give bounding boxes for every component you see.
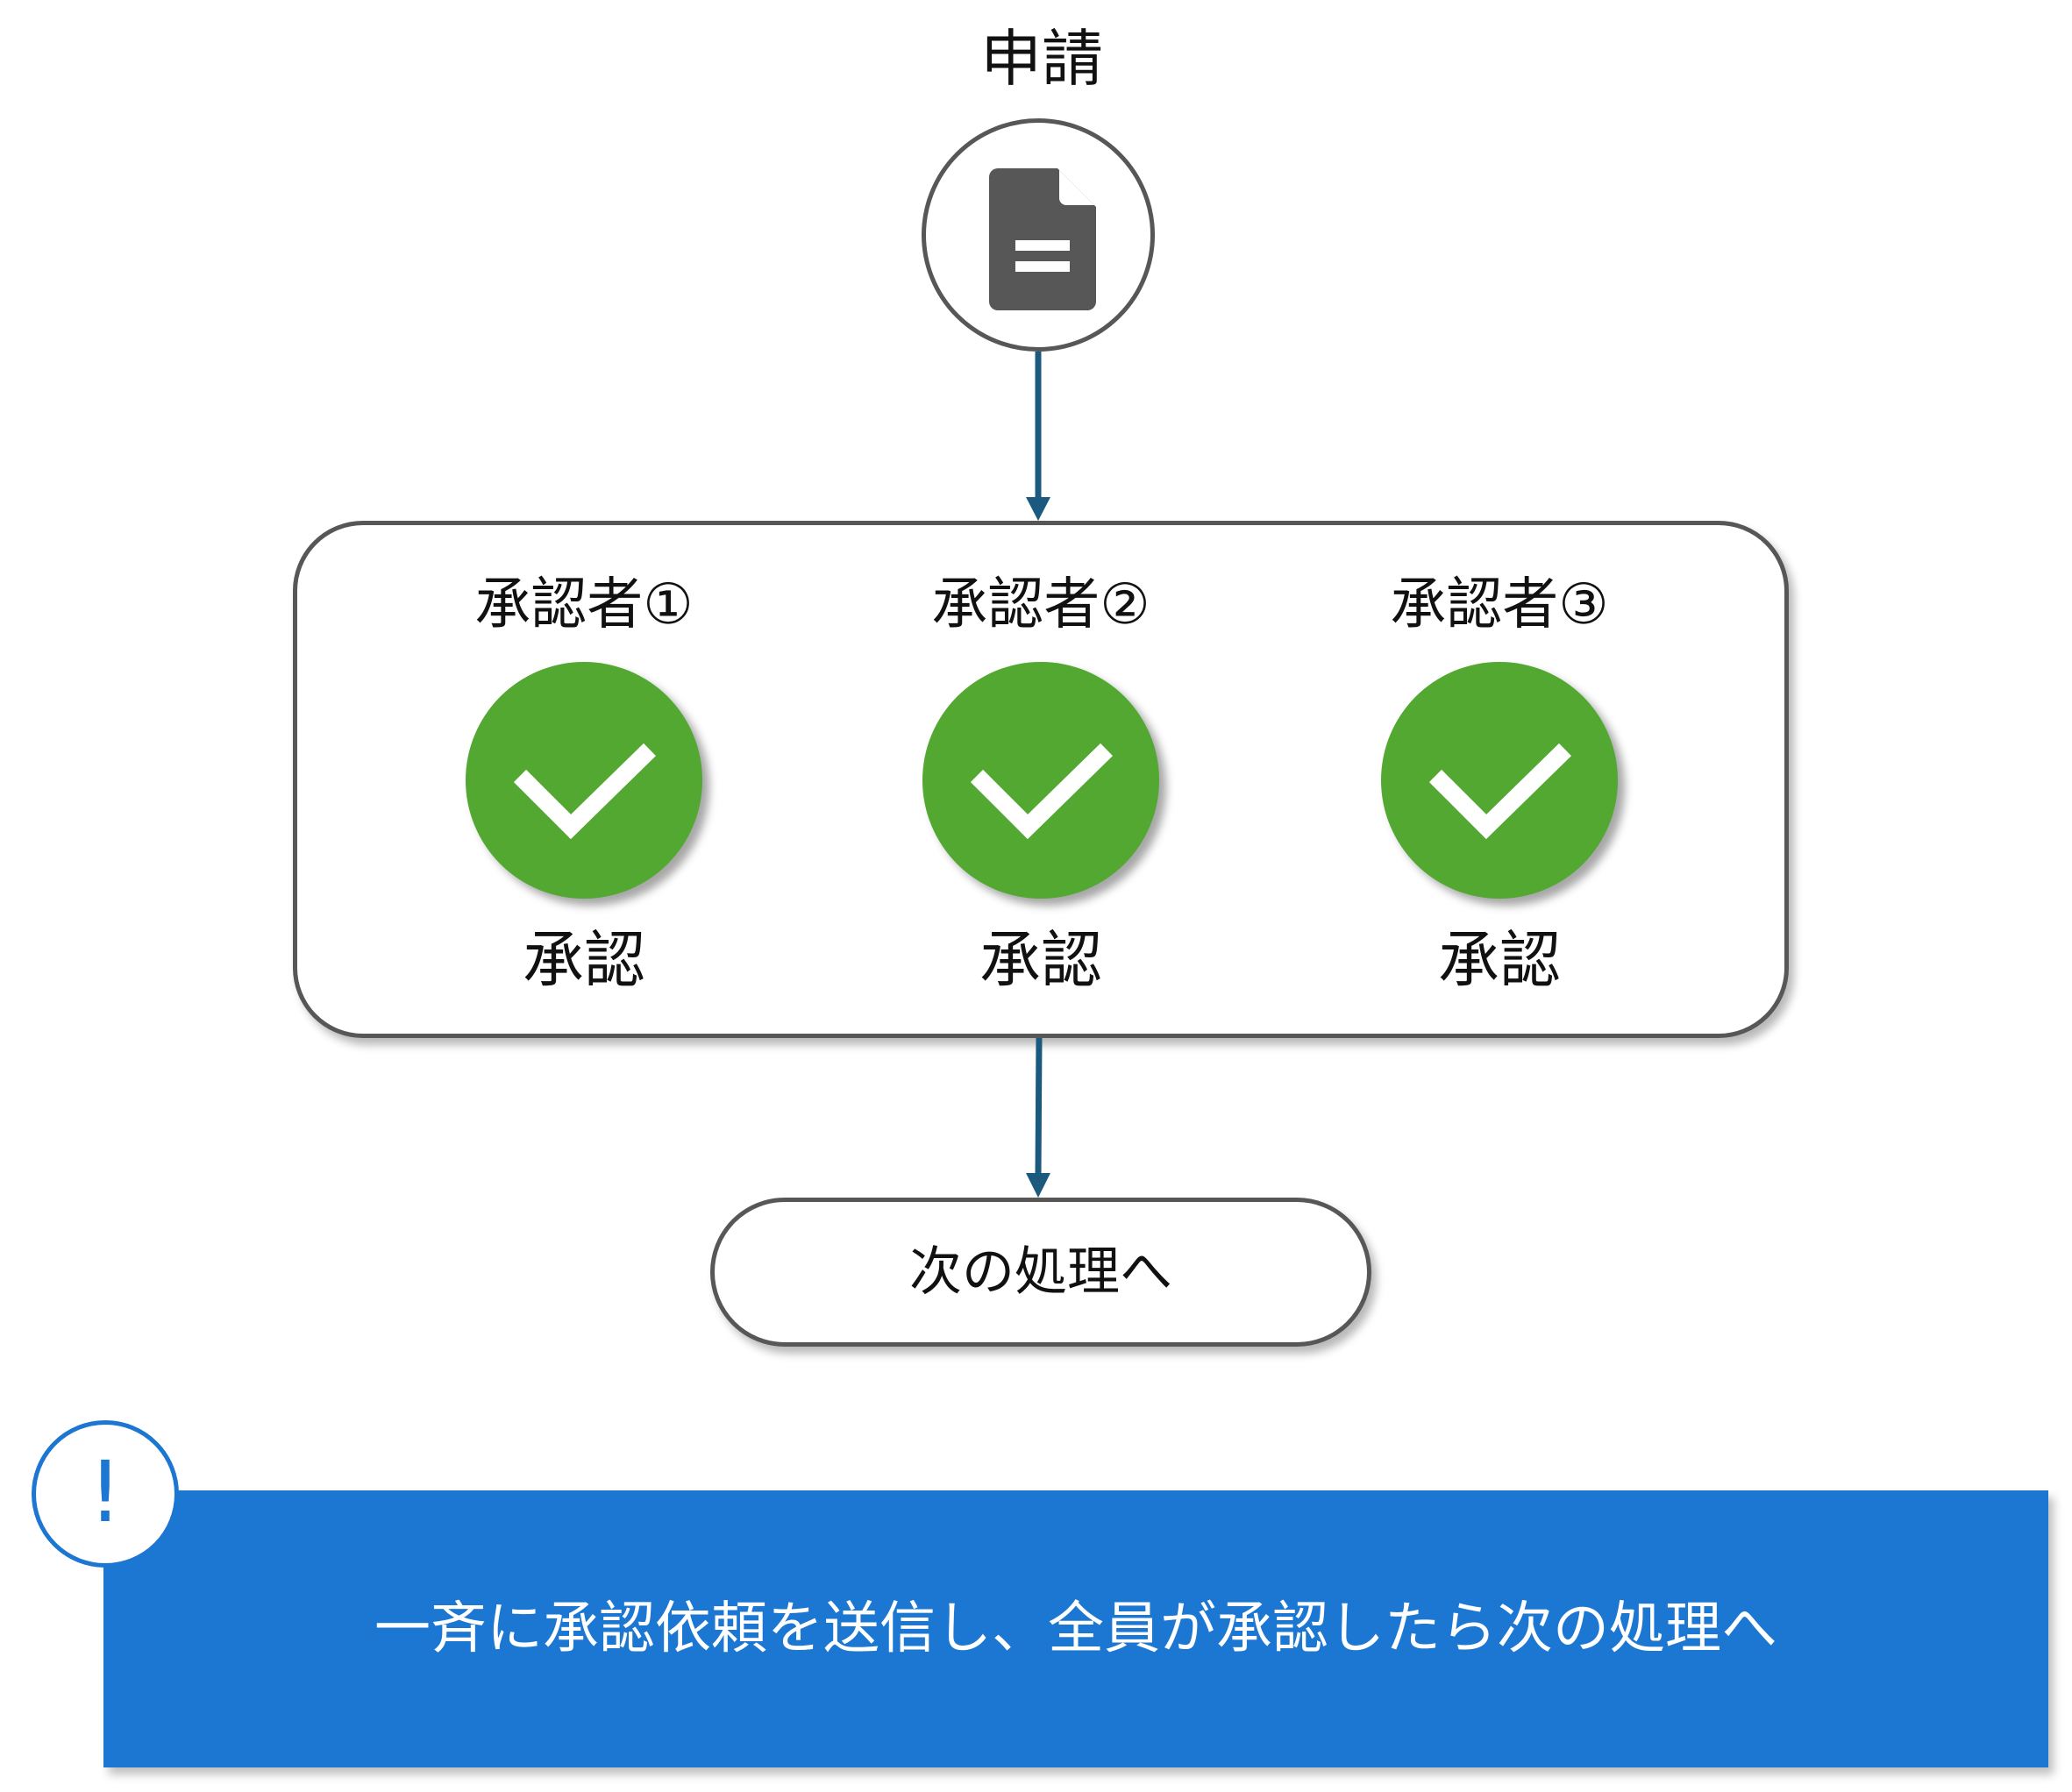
approver-2: 承認者② 承認: [857, 552, 1225, 1008]
approver-3: 承認者③ 承認: [1315, 552, 1684, 1008]
start-label: 申請: [980, 23, 1103, 95]
next-step-node: 次の処理へ: [710, 1198, 1371, 1347]
approver-1: 承認者① 承認: [400, 552, 768, 1008]
approved-badge: [922, 662, 1159, 899]
document-icon: [989, 168, 1096, 310]
start-node: [922, 118, 1155, 352]
connector-arrow: [1026, 352, 1050, 521]
approved-badge: [1381, 662, 1618, 899]
approver-name: 承認者③: [1390, 572, 1609, 637]
checkmark-icon: [1428, 743, 1571, 840]
notice-banner: 一斉に承認依頼を送信し、全員が承認したら次の処理へ: [103, 1490, 2048, 1767]
approval-status: 承認: [1438, 924, 1561, 996]
notice-text: 一斉に承認依頼を送信し、全員が承認したら次の処理へ: [374, 1596, 1777, 1661]
approved-badge: [466, 662, 702, 899]
exclamation-icon: !: [32, 1420, 179, 1568]
approval-status: 承認: [523, 924, 645, 996]
approval-status: 承認: [979, 924, 1102, 996]
checkmark-icon: [970, 743, 1113, 840]
approver-name: 承認者②: [931, 572, 1150, 637]
connector-arrow: [1026, 1038, 1050, 1198]
checkmark-icon: [513, 743, 656, 840]
approver-name: 承認者①: [474, 572, 694, 637]
